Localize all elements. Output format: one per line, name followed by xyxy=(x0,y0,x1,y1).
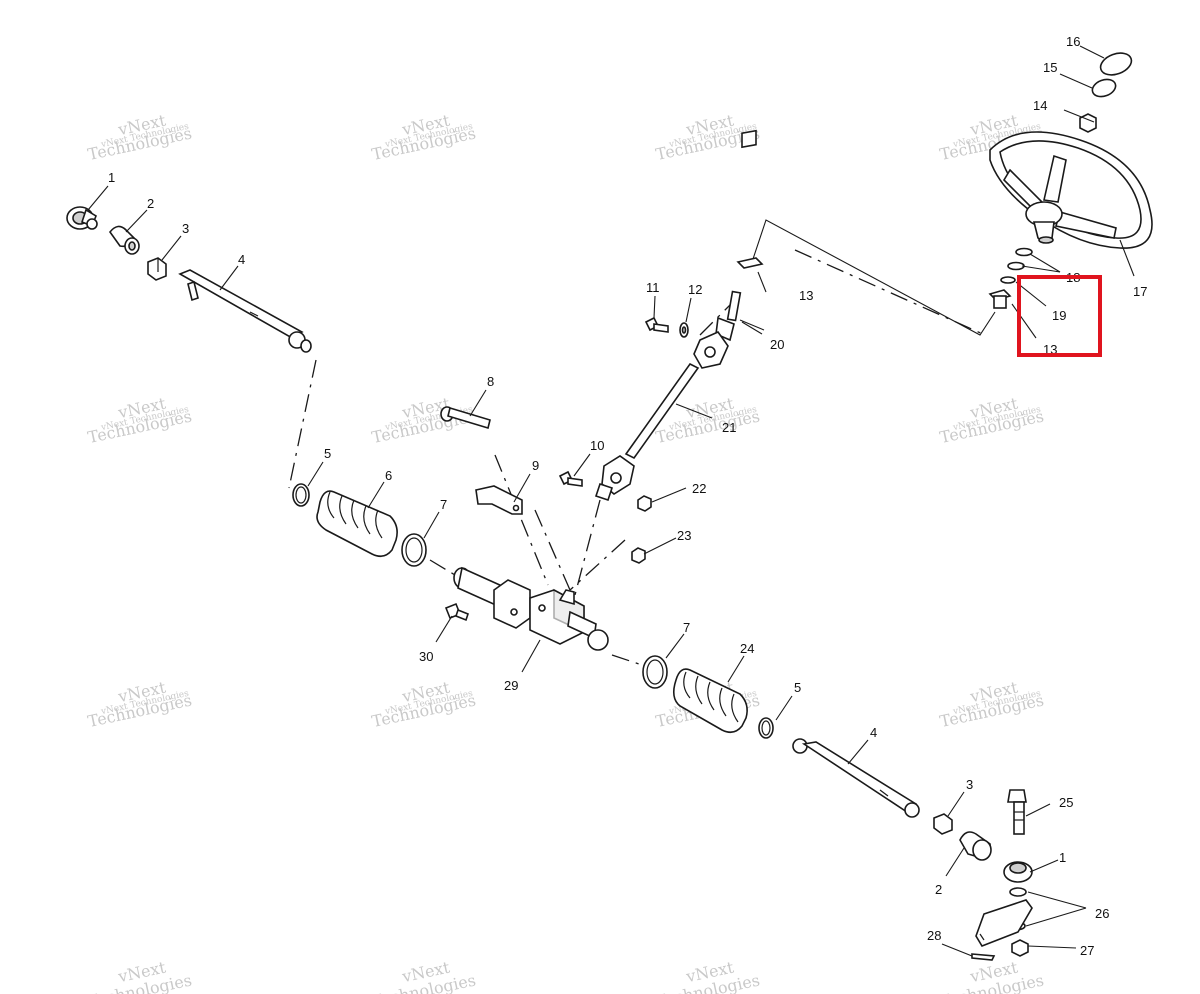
callout-4: 4 xyxy=(870,725,877,740)
callout-9: 9 xyxy=(532,458,539,473)
callout-6: 6 xyxy=(385,468,392,483)
pin-8 xyxy=(440,406,491,430)
tie-rod-end-left xyxy=(66,206,98,230)
bolt-11 xyxy=(644,316,669,333)
callout-22: 22 xyxy=(692,481,706,496)
callout-15: 15 xyxy=(1043,60,1057,75)
callout-21: 21 xyxy=(722,420,736,435)
watermark: vNext Technologies vNext Technologies xyxy=(938,677,1046,731)
jam-nut-left xyxy=(147,257,167,281)
callout-19: 19 xyxy=(1052,308,1066,323)
u-joint-upper xyxy=(693,331,729,369)
steering-wheel-17 xyxy=(989,131,1153,249)
callout-5: 5 xyxy=(794,680,801,695)
watermark: vNext Technologies xyxy=(86,957,194,994)
inner-tie-rod-right xyxy=(792,738,920,818)
watermark-layer: vNext Technologies vNext Technologies vN… xyxy=(86,110,1046,994)
watermark: vNext Technologies vNext Technologies xyxy=(86,393,194,447)
cap-16 xyxy=(1099,52,1133,76)
nut-14 xyxy=(1079,113,1097,133)
bellows-boot-right xyxy=(672,668,748,734)
nut-27 xyxy=(1011,939,1029,957)
tie-rod-end-right xyxy=(1003,861,1033,883)
callout-1: 1 xyxy=(108,170,115,185)
watermark: vNext Technologies vNext Technologies xyxy=(370,110,478,164)
upper-shaft-20 xyxy=(715,290,742,342)
callout-2: 2 xyxy=(935,882,942,897)
callout-7: 7 xyxy=(440,497,447,512)
bracket-9 xyxy=(475,485,523,515)
callout-2: 2 xyxy=(147,196,154,211)
watermark: vNext Technologies xyxy=(654,957,762,994)
rack-pinion-housing xyxy=(453,566,609,651)
callout-4: 4 xyxy=(238,252,245,267)
watermark: vNext Technologies vNext Technologies xyxy=(86,110,194,164)
jam-nut-right xyxy=(933,813,953,835)
bellows-boot-left xyxy=(316,490,398,558)
callout-3: 3 xyxy=(966,777,973,792)
washer-12 xyxy=(679,322,689,338)
spindle-arm xyxy=(975,899,1033,947)
callout-27: 27 xyxy=(1080,943,1094,958)
boot-clamp-right-small xyxy=(758,717,774,739)
callout-8: 8 xyxy=(487,374,494,389)
inner-tie-rod-left xyxy=(178,269,312,353)
callout-10: 10 xyxy=(590,438,604,453)
u-joint-lower xyxy=(594,455,635,502)
callout-26: 26 xyxy=(1095,906,1109,921)
washer-19 xyxy=(1000,276,1016,284)
callout-16: 16 xyxy=(1066,34,1080,49)
emblem-15 xyxy=(1091,78,1117,98)
bushing-13-upper xyxy=(736,129,764,269)
callout-3: 3 xyxy=(182,221,189,236)
bolt-25 xyxy=(1007,789,1027,835)
callout-17: 17 xyxy=(1133,284,1147,299)
callout-29: 29 xyxy=(504,678,518,693)
leader-lines xyxy=(87,45,1135,957)
callout-20: 20 xyxy=(770,337,784,352)
bolt-10 xyxy=(558,470,583,487)
callout-14: 14 xyxy=(1033,98,1047,113)
callout-labels: 1 2 3 4 5 6 7 8 9 10 11 12 13 13 14 15 1… xyxy=(108,34,1147,958)
callout-28: 28 xyxy=(927,928,941,943)
boot-clamp-left-small xyxy=(292,483,310,507)
bushing-13-lower xyxy=(988,289,1012,309)
callout-11: 11 xyxy=(646,280,660,295)
callout-5: 5 xyxy=(324,446,331,461)
nut-22 xyxy=(637,495,652,512)
callout-13: 13 xyxy=(799,288,813,303)
boot-clamp-left-large xyxy=(401,533,427,567)
ball-joint-right xyxy=(959,831,992,861)
watermark: vNext Technologies vNext Technologies xyxy=(938,393,1046,447)
callout-12: 12 xyxy=(688,282,702,297)
watermark: vNext Technologies xyxy=(370,957,478,994)
callout-24: 24 xyxy=(740,641,754,656)
callout-1: 1 xyxy=(1059,850,1066,865)
highlight-box-19 xyxy=(1017,275,1102,357)
callout-23: 23 xyxy=(677,528,691,543)
washers-18 xyxy=(1007,247,1033,271)
watermark: vNext Technologies vNext Technologies xyxy=(86,677,194,731)
callout-30: 30 xyxy=(419,649,433,664)
nut-23 xyxy=(631,547,646,564)
intermediate-shaft-21 xyxy=(624,362,700,460)
ball-joint-left xyxy=(108,225,140,255)
cotter-pin-28 xyxy=(971,953,996,961)
watermark: vNext Technologies vNext Technologies xyxy=(370,677,478,731)
boot-clamp-right-large xyxy=(642,655,668,689)
bolt-30 xyxy=(444,602,469,622)
callout-25: 25 xyxy=(1059,795,1073,810)
callout-7: 7 xyxy=(683,620,690,635)
